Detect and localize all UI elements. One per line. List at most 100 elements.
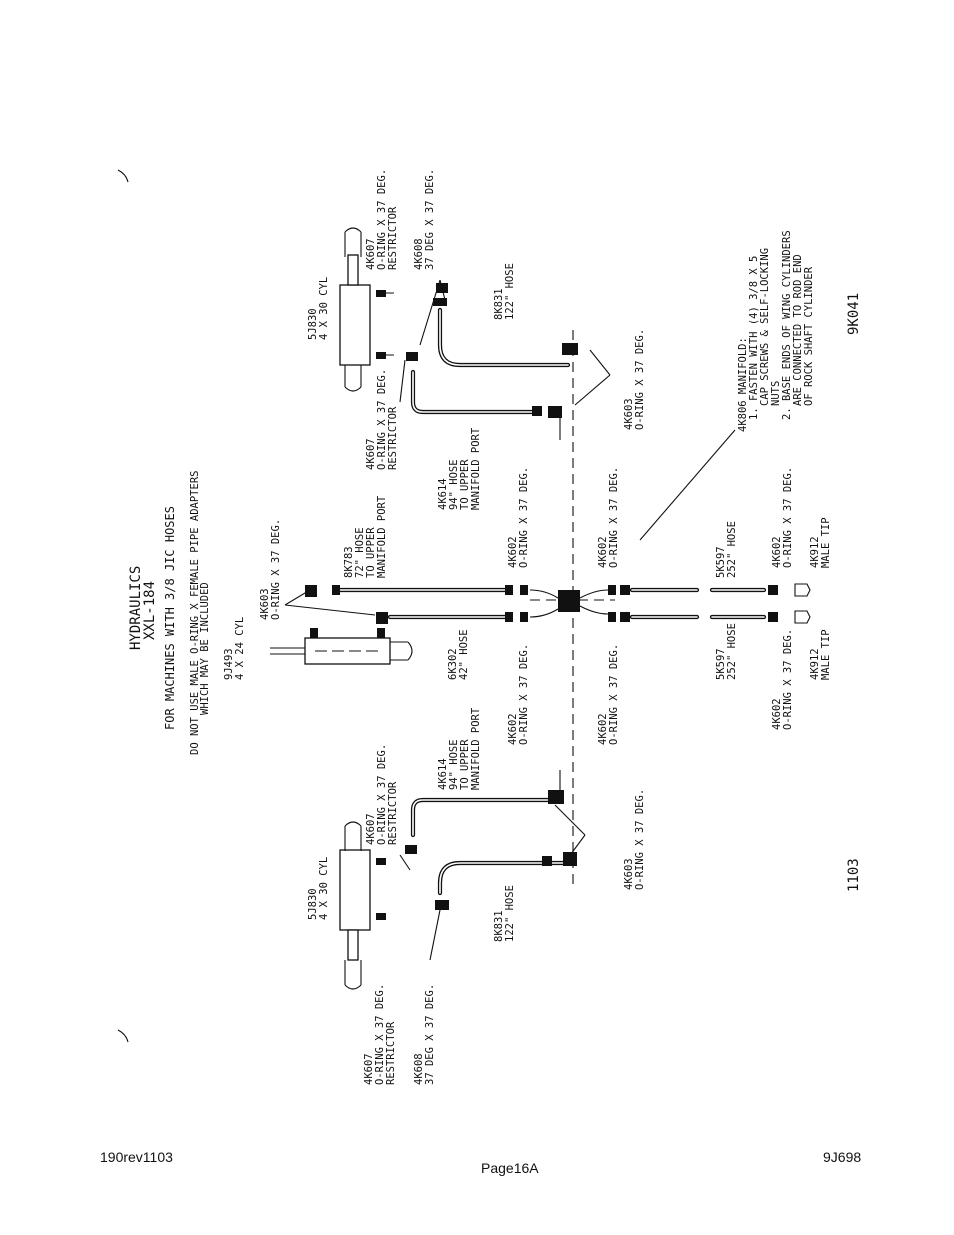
label-k831-top-1: 122" HOSE: [504, 263, 516, 320]
label-k603-bottom-0: 4K603: [623, 858, 635, 890]
label-k607-br-2: RESTRICTOR: [385, 1021, 397, 1085]
label-k607-bl-1: O-RING X 37 DEG.: [376, 744, 388, 845]
label-k602-d-0: 4K602: [597, 713, 609, 745]
label-k607-br-1: O-RING X 37 DEG.: [374, 984, 386, 1085]
label-k614-top-0: 4K614: [437, 478, 449, 510]
label-k783-1: 72" HOSE: [354, 527, 366, 578]
center-cylinder: [270, 628, 413, 665]
label-k602-f-0: 4K602: [771, 698, 783, 730]
svg-text:4K602O-RING X 37 DEG.: 4K602O-RING X 37 DEG.: [771, 629, 794, 730]
svg-text:4K912MALE TIP: 4K912MALE TIP: [809, 629, 832, 680]
corner-mark-bottom: [117, 1029, 129, 1043]
svg-text:5J8304 X 30 CYL: 5J8304 X 30 CYL: [307, 277, 330, 340]
label-k602-a-0: 4K602: [507, 536, 519, 568]
label-cyl-bottom-1: 4 X 30 CYL: [318, 857, 330, 920]
footer-right: 9J698: [823, 1149, 862, 1165]
svg-text:6K30242" HOSE: 6K30242" HOSE: [447, 629, 470, 680]
leader-lines: [284, 279, 736, 961]
label-k602-e-1: O-RING X 37 DEG.: [782, 467, 794, 568]
svg-text:4K603O-RING X 37 DEG.: 4K603O-RING X 37 DEG.: [623, 789, 646, 890]
title-block: HYDRAULICS XXL-184 FOR MACHINES WITH 3/8…: [128, 471, 211, 755]
label-k912-bottom-1: MALE TIP: [820, 629, 832, 680]
label-k831-top-0: 8K831: [493, 288, 505, 320]
svg-text:8K78372" HOSETO UPPERMANIFOLD: 8K78372" HOSETO UPPERMANIFOLD PORT: [343, 495, 388, 578]
svg-text:4K602O-RING X 37 DEG.: 4K602O-RING X 37 DEG.: [507, 467, 530, 568]
label-k912-bottom-0: 4K912: [809, 648, 821, 680]
label-manifold-3: NUTS: [770, 381, 782, 406]
hoses-center: [305, 585, 528, 624]
label-k783-3: MANIFOLD PORT: [376, 495, 388, 578]
svg-text:4K60837 DEG X 37 DEG.: 4K60837 DEG X 37 DEG.: [413, 984, 436, 1085]
svg-text:4K912MALE TIP: 4K912MALE TIP: [809, 517, 832, 568]
label-k608-tr-0: 4K608: [413, 238, 425, 270]
svg-text:4K61494" HOSETO UPPERMANIFOLD: 4K61494" HOSETO UPPERMANIFOLD PORT: [437, 707, 482, 790]
label-k607-tr-2: RESTRICTOR: [387, 206, 399, 270]
label-k614-bottom-3: MANIFOLD PORT: [470, 707, 482, 790]
label-k614-top-2: TO UPPER: [459, 459, 471, 510]
label-k597-top-1: 252" HOSE: [726, 521, 738, 578]
label-k302-0: 6K302: [447, 648, 459, 680]
label-manifold-5: ARE CONNECTED TO ROD END: [792, 254, 804, 406]
svg-text:4K603O-RING X 37 DEG.: 4K603O-RING X 37 DEG.: [259, 519, 282, 620]
svg-text:9J4934 X 24 CYL: 9J4934 X 24 CYL: [223, 617, 246, 680]
label-cyl-top-0: 5J830: [307, 308, 319, 340]
label-k602-b-0: 4K602: [597, 536, 609, 568]
svg-text:5K597252" HOSE: 5K597252" HOSE: [715, 521, 738, 578]
label-k831-bottom-1: 122" HOSE: [504, 885, 516, 942]
svg-text:8K831122" HOSE: 8K831122" HOSE: [493, 885, 516, 942]
label-k302-1: 42" HOSE: [458, 629, 470, 680]
label-k602-a-1: O-RING X 37 DEG.: [518, 467, 530, 568]
label-k607-tr-0: 4K607: [365, 238, 377, 270]
label-k614-top-1: 94" HOSE: [448, 459, 460, 510]
label-cyl-bottom-0: 5J830: [307, 888, 319, 920]
label-k602-c-1: O-RING X 37 DEG.: [518, 644, 530, 745]
label-cyl-top-1: 4 X 30 CYL: [318, 277, 330, 340]
label-manifold-2: CAP SCREWS & SELF-LOCKING: [759, 248, 771, 406]
label-manifold-1: 1. FASTEN WITH (4) 3/8 X 5: [748, 256, 760, 420]
svg-text:5K597252" HOSE: 5K597252" HOSE: [715, 623, 738, 680]
title-line-3: FOR MACHINES WITH 3/8 JIC HOSES: [163, 506, 177, 730]
label-manifold-0: 4K806 MANIFOLD:: [737, 337, 749, 432]
label-k603-bottom-1: O-RING X 37 DEG.: [634, 789, 646, 890]
label-k608-br-0: 4K608: [413, 1053, 425, 1085]
svg-text:5J8304 X 30 CYL: 5J8304 X 30 CYL: [307, 857, 330, 920]
svg-text:4K607O-RING X 37 DEG.RESTRICTO: 4K607O-RING X 37 DEG.RESTRICTOR: [365, 744, 399, 845]
title-line-1: HYDRAULICS: [128, 566, 144, 650]
label-cyl-center-1: 4 X 24 CYL: [234, 617, 246, 680]
label-k603-top-1: O-RING X 37 DEG.: [634, 329, 646, 430]
hoses-bottom-wing: [405, 770, 577, 910]
title-line-2: XXL-184: [142, 581, 158, 640]
footer-page: Page16A: [481, 1160, 539, 1176]
label-k603-center-1: O-RING X 37 DEG.: [270, 519, 282, 620]
label-k912-top-1: MALE TIP: [820, 517, 832, 568]
footer-left: 190rev1103: [100, 1149, 173, 1165]
corner-mark-top: [117, 169, 129, 183]
label-k614-bottom-1: 94" HOSE: [448, 739, 460, 790]
label-k597-bottom-0: 5K597: [715, 648, 727, 680]
svg-text:4K602O-RING X 37 DEG.: 4K602O-RING X 37 DEG.: [597, 467, 620, 568]
label-k614-bottom-0: 4K614: [437, 758, 449, 790]
label-k607-tr-1: O-RING X 37 DEG.: [376, 169, 388, 270]
label-manifold-6: OF ROCK SHAFT CYLINDER: [803, 266, 815, 406]
manifold-block: [529, 589, 609, 618]
label-k603-top-0: 4K603: [623, 398, 635, 430]
label-k603-center-0: 4K603: [259, 588, 271, 620]
label-k607-tl-1: O-RING X 37 DEG.: [376, 369, 388, 470]
svg-text:4K603O-RING X 37 DEG.: 4K603O-RING X 37 DEG.: [623, 329, 646, 430]
svg-text:4K607O-RING X 37 DEG.RESTRICTO: 4K607O-RING X 37 DEG.RESTRICTOR: [365, 369, 399, 470]
label-k783-0: 8K783: [343, 546, 355, 578]
label-k607-tl-2: RESTRICTOR: [387, 406, 399, 470]
label-k597-top-0: 5K597: [715, 546, 727, 578]
label-k597-bottom-1: 252" HOSE: [726, 623, 738, 680]
svg-text:4K806 MANIFOLD:1. FASTEN WITH: 4K806 MANIFOLD:1. FASTEN WITH (4) 3/8 X …: [737, 230, 815, 432]
label-k607-br-0: 4K607: [363, 1053, 375, 1085]
part-labels: 5J8304 X 30 CYL 4K607O-RING X 37 DEG.RES…: [223, 169, 862, 1085]
label-k614-bottom-2: TO UPPER: [459, 739, 471, 790]
label-k608-tr-1: 37 DEG X 37 DEG.: [424, 169, 436, 270]
hoses-right: [608, 583, 811, 624]
label-k602-d-1: O-RING X 37 DEG.: [608, 644, 620, 745]
title-line-4: DO NOT USE MALE O-RING X FEMALE PIPE ADA…: [189, 471, 201, 755]
label-manifold-4: 2. BASE ENDS OF WING CYLINDERS: [781, 230, 793, 420]
label-k607-bl-0: 4K607: [365, 813, 377, 845]
label-k608-br-1: 37 DEG X 37 DEG.: [424, 984, 436, 1085]
